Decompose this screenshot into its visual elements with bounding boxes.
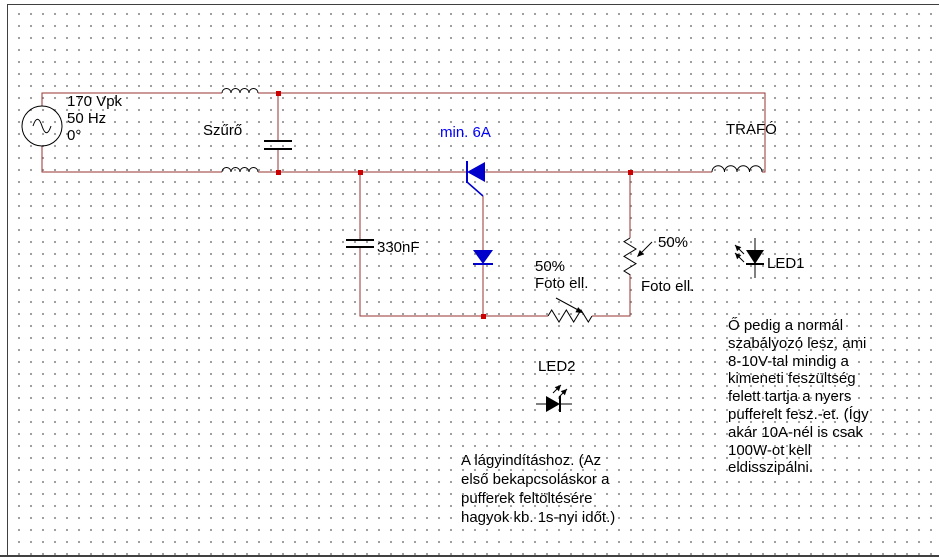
filter-inductor-bottom[interactable] <box>221 167 259 173</box>
note-regulator: Ő pedig a normál szabályozó lesz, ami 8-… <box>728 317 869 477</box>
note-line: pufferek feltöltésére <box>461 490 593 507</box>
scr-gate-lead <box>466 181 484 197</box>
note-soft-start: A lágyindításhoz. (Az első bekapcsolásko… <box>461 451 615 527</box>
led1-symbol[interactable] <box>734 238 764 278</box>
note-line: akár 10A-nél is csak <box>728 423 864 441</box>
source-phase-label: 0° <box>67 127 81 144</box>
sine-wave-icon <box>32 118 52 134</box>
junction-dot <box>276 91 281 96</box>
diac[interactable] <box>473 250 493 265</box>
scr-rating-label: min. 6A <box>440 124 491 141</box>
canvas-border-bottom <box>0 555 939 557</box>
junction-dot <box>628 170 633 175</box>
pot-right-percent-label: 50% <box>658 234 688 251</box>
note-line: szabályozó lesz, ami <box>728 334 867 352</box>
note-line: 100W-ot kell <box>728 441 812 459</box>
grid-background <box>8 5 939 555</box>
filter-inductor-top[interactable] <box>221 88 259 94</box>
note-line: első bekapcsoláskor a <box>461 471 610 488</box>
filter-label: Szűrő <box>203 122 242 139</box>
rc-branch-wire[interactable] <box>359 172 631 317</box>
potentiometer-bottom[interactable] <box>547 297 593 323</box>
ac-voltage-source[interactable] <box>21 105 63 147</box>
note-line: Ő pedig a normál <box>728 317 844 334</box>
led2-symbol[interactable] <box>536 384 572 412</box>
capacitor-value-label: 330nF <box>377 239 420 256</box>
pot-arrow <box>555 297 581 312</box>
note-line: kimeneti feszültség <box>728 370 856 388</box>
note-line: 8-10V-tal mindig a <box>728 352 849 370</box>
led1-label: LED1 <box>767 255 805 272</box>
note-line: felett tartja a nyers <box>728 388 852 406</box>
note-line: eldisszipálni. <box>728 459 814 477</box>
note-line: pufferelt fesz.-et. (Így <box>728 405 869 423</box>
capacitor-330nF[interactable] <box>346 239 374 248</box>
potentiometer-right[interactable] <box>623 237 653 276</box>
led2-label: LED2 <box>538 358 576 375</box>
junction-dot <box>481 314 486 319</box>
pot-bottom-name-label: Foto ell. <box>535 275 588 292</box>
note-line: A lágyindításhoz. (Az <box>461 452 602 469</box>
main-loop-wire[interactable] <box>41 92 766 173</box>
pot-right-name-label: Foto ell. <box>641 278 694 295</box>
filter-capacitor[interactable] <box>264 140 292 150</box>
scr-triac[interactable] <box>466 161 485 197</box>
canvas-border-left <box>7 4 8 555</box>
source-freq-label: 50 Hz <box>67 110 106 127</box>
junction-dot <box>276 170 281 175</box>
source-vpk-label: 170 Vpk <box>67 93 123 110</box>
transformer-label: TRAFÓ <box>726 121 777 138</box>
transformer-inductor[interactable] <box>711 165 763 173</box>
canvas-border-top <box>7 4 939 5</box>
note-line: hagyok kb. 1s-nyi időt.) <box>461 509 616 526</box>
pot-bottom-percent-label: 50% <box>535 258 565 275</box>
junction-dots <box>276 91 633 319</box>
junction-dot <box>358 170 363 175</box>
